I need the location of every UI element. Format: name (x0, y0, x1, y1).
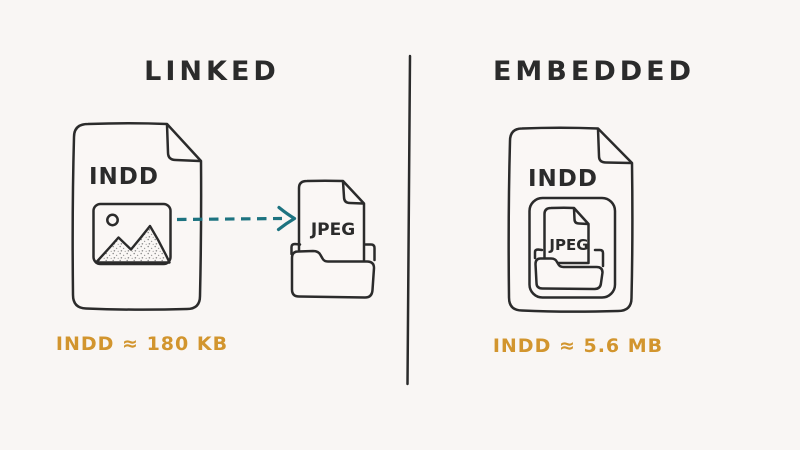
folded-corner (165, 123, 201, 163)
arrow-dashes (176, 216, 283, 222)
arrow-head (276, 205, 297, 232)
folder-icon (533, 248, 605, 291)
folder-front (534, 257, 604, 291)
folded-corner (596, 127, 633, 165)
image-placeholder-icon (92, 202, 172, 266)
jpeg-label: JPEG (310, 220, 355, 240)
jpeg-file-in-folder: JPEG (290, 179, 376, 299)
right-panel-title: EMBEDDED (492, 56, 696, 87)
panel-divider (406, 54, 412, 386)
left-panel-title: LINKED (144, 56, 280, 87)
folder-back-left (290, 242, 302, 256)
dashed-link-arrow-icon (176, 205, 297, 232)
folded-corner (341, 180, 365, 205)
mountains-shape (94, 224, 171, 264)
embed-frame-icon (528, 196, 617, 299)
right-size-caption: INDD ≈ 5.6 MB (492, 335, 664, 357)
jpeg-label: JPEG (548, 236, 588, 254)
folder-back-right (593, 248, 605, 268)
document-outline (71, 122, 203, 311)
indd-label: INDD (528, 166, 598, 192)
indd-document-icon: INDD (71, 122, 203, 311)
jpeg-document-icon: JPEG (543, 206, 590, 265)
left-size-caption: INDD ≈ 180 KB (55, 333, 229, 355)
folder-front (290, 249, 376, 299)
sun-circle (106, 213, 119, 227)
folder-back-right (364, 243, 376, 262)
folder-icon (290, 242, 376, 299)
folder-back-left (533, 248, 544, 260)
indd-label: INDD (89, 164, 159, 190)
jpeg-document-icon: JPEG (297, 179, 366, 264)
indd-document-embedded-icon: INDD JPEG (507, 126, 634, 313)
folded-corner (572, 207, 590, 226)
picture-frame (92, 202, 172, 266)
document-outline (543, 206, 590, 265)
